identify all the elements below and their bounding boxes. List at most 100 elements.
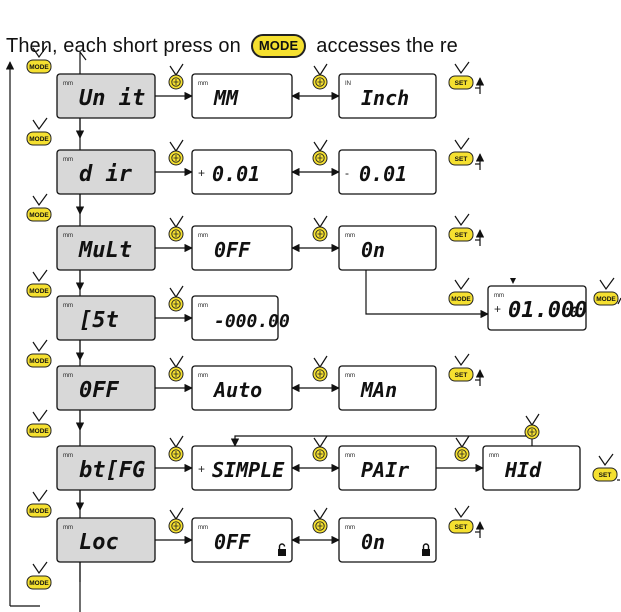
select-button-icon bbox=[312, 435, 328, 462]
select-button-ring bbox=[171, 229, 181, 239]
select-button-cross bbox=[317, 523, 323, 529]
select-button-ring bbox=[315, 77, 325, 87]
badge-label: SET bbox=[455, 80, 468, 87]
unit-label: mm bbox=[345, 525, 355, 531]
press-mark bbox=[169, 355, 184, 369]
press-mark bbox=[32, 489, 48, 503]
lcd-frame bbox=[338, 445, 437, 491]
sign-label: + bbox=[494, 302, 501, 316]
unit-label: IN bbox=[345, 81, 351, 87]
badge-body bbox=[448, 227, 474, 242]
press-mark bbox=[32, 269, 48, 283]
menu-box-cst: mm [5t bbox=[56, 295, 156, 341]
select-button-ring bbox=[171, 369, 181, 379]
lcd-frame bbox=[191, 295, 279, 341]
lcd-frame bbox=[56, 149, 156, 195]
press-mark bbox=[525, 413, 540, 427]
select-button-ring bbox=[457, 449, 467, 459]
press-mark bbox=[313, 435, 328, 449]
unit-label: mm bbox=[489, 453, 499, 459]
lcd-frame bbox=[56, 73, 156, 119]
press-mark bbox=[169, 63, 184, 77]
badge-body bbox=[593, 291, 619, 306]
lcd-value: HId bbox=[504, 458, 542, 482]
badge-label: SET bbox=[455, 372, 468, 379]
select-button-cross bbox=[173, 155, 179, 161]
lcd-value: 0n bbox=[361, 238, 385, 262]
select-button-cross bbox=[317, 155, 323, 161]
lcd-value: Un it bbox=[79, 86, 145, 111]
unit-label: mm bbox=[63, 157, 73, 163]
lcd-value: [5t bbox=[79, 308, 119, 333]
select-button-icon bbox=[168, 435, 184, 462]
badge-label: SET bbox=[455, 232, 468, 239]
lock-shackle bbox=[278, 543, 286, 549]
set-button-icon: SET bbox=[448, 353, 474, 382]
mode-button-icon: MODE bbox=[593, 277, 619, 306]
unit-label: mm bbox=[63, 303, 73, 309]
lcd-value: d ir bbox=[79, 162, 133, 187]
lcd-value: 0.01 bbox=[212, 162, 260, 186]
badge-body bbox=[26, 283, 52, 298]
badge-body bbox=[26, 59, 52, 74]
lcd-value: SIMPLE bbox=[212, 458, 285, 482]
badge-label: MODE bbox=[29, 64, 49, 71]
select-button-ring bbox=[171, 299, 181, 309]
select-button-cross bbox=[459, 451, 465, 457]
badge-label: SET bbox=[599, 472, 612, 479]
press-mark bbox=[455, 435, 470, 449]
lcd-frame bbox=[338, 517, 437, 563]
mode-button-icon: MODE bbox=[26, 561, 52, 590]
loop-back-line bbox=[230, 435, 533, 447]
unit-label: mm bbox=[63, 373, 73, 379]
select-button-ring bbox=[315, 449, 325, 459]
badge-body bbox=[448, 151, 474, 166]
select-button-ring bbox=[171, 521, 181, 531]
badge-body bbox=[26, 207, 52, 222]
lcd-value: -000.00 bbox=[214, 311, 290, 332]
lock-shackle bbox=[422, 543, 430, 549]
select-button-icon bbox=[454, 435, 470, 462]
select-button-ring bbox=[315, 369, 325, 379]
press-mark bbox=[32, 193, 48, 207]
lcd-frame bbox=[56, 365, 156, 411]
press-mark bbox=[169, 435, 184, 449]
press-mark bbox=[454, 61, 470, 75]
mode-button-icon: MODE bbox=[26, 45, 52, 74]
lcd-value: MM bbox=[213, 86, 239, 110]
press-mark bbox=[169, 507, 184, 521]
lcd-frame bbox=[56, 517, 156, 563]
select-button-cross bbox=[173, 301, 179, 307]
press-mark bbox=[313, 215, 328, 229]
mult-extra-line bbox=[365, 270, 489, 319]
menu-box-dir: mm d ir bbox=[56, 149, 156, 195]
badge-label: MODE bbox=[451, 296, 471, 303]
mode-button-icon: MODE bbox=[26, 193, 52, 222]
press-mark bbox=[313, 139, 328, 153]
select-button-ring bbox=[171, 77, 181, 87]
badge-label: MODE bbox=[29, 358, 49, 365]
unit-label: mm bbox=[198, 525, 208, 531]
press-mark bbox=[169, 139, 184, 153]
mode-key-inline: MODE bbox=[250, 34, 307, 58]
press-mark bbox=[454, 137, 470, 151]
press-mark bbox=[32, 339, 48, 353]
badge-body bbox=[26, 353, 52, 368]
select-button-icon bbox=[312, 355, 328, 382]
select-button-icon bbox=[312, 215, 328, 242]
mode-button-icon: MODE bbox=[26, 117, 52, 146]
badge-body bbox=[448, 75, 474, 90]
lcd-frame bbox=[338, 149, 437, 195]
select-button-cross bbox=[317, 231, 323, 237]
badge-body bbox=[26, 575, 52, 590]
badge-label: SET bbox=[455, 156, 468, 163]
